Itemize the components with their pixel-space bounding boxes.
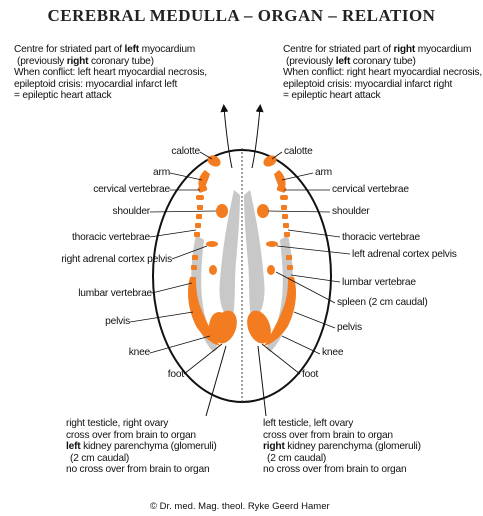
orange-adrenal-right [266,241,278,247]
label-left-knee: knee [129,347,150,358]
label-right-calotte: calotte [284,146,313,157]
orange-thoracic-left-2 [196,214,202,219]
label-left-shoulder: shoulder [113,206,150,217]
orange-thoracic-left-4 [194,232,200,237]
label-right-thoracic: thoracic vertebrae [342,232,420,243]
label-right-adrenal: left adrenal cortex pelvis [352,249,457,260]
orange-lumbar-right-1 [286,255,292,260]
label-left-calotte: calotte [171,146,200,157]
orange-lumbar-left-2 [191,265,197,270]
orange-shoulder-left [216,204,228,218]
orange-thoracic-right-1 [281,205,287,210]
orange-lumbar-left-1 [192,255,198,260]
orange-cervical-right-2 [280,195,288,200]
label-right-pelvis: pelvis [337,322,362,333]
label-left-foot: foot [168,369,184,380]
bl-line2: cross over from brain to organ [66,430,217,442]
label-right-spleen: spleen (2 cm caudal) [337,297,428,308]
label-right-foot: foot [302,369,318,380]
bottom-left-description: right testicle, right ovary cross over f… [66,418,217,476]
bl-line4: (2 cm caudal) [66,453,217,465]
orange-cervical-left-2 [196,195,204,200]
orange-kidney-left [209,265,217,275]
br-line1: left testicle, left ovary [263,418,421,430]
label-left-lumbar: lumbar vertebrae [78,288,152,299]
label-left-cervical: cervical vertebrae [93,184,170,195]
br-line4: (2 cm caudal) [263,453,421,465]
orange-shoulder-right [257,204,269,218]
bl-line5: no cross over from brain to organ [66,464,217,476]
orange-adrenal-left [206,241,218,247]
orange-thoracic-right-2 [282,214,288,219]
label-left-thoracic: thoracic vertebrae [72,232,150,243]
br-line3-bold: right [263,441,285,452]
orange-thoracic-right-3 [283,223,289,228]
orange-thoracic-left-1 [197,205,203,210]
label-right-knee: knee [322,347,343,358]
label-right-shoulder: shoulder [332,206,369,217]
label-right-lumbar: lumbar vertebrae [342,277,416,288]
bottom-right-description: left testicle, left ovary cross over fro… [263,418,421,476]
label-right-arm: arm [315,167,332,178]
label-right-cervical: cervical vertebrae [332,184,409,195]
label-left-pelvis: pelvis [105,316,130,327]
br-line5: no cross over from brain to organ [263,464,421,476]
orange-thoracic-right-4 [284,232,290,237]
bl-line3-bold: left [66,441,80,452]
orange-lumbar-right-2 [287,265,293,270]
copyright-notice: © Dr. med. Mag. theol. Ryke Geerd Hamer [150,501,330,512]
br-line3-post: kidney parenchyma (glomeruli) [285,441,421,452]
orange-thoracic-left-3 [195,223,201,228]
br-line2: cross over from brain to organ [263,430,421,442]
label-left-arm: arm [153,167,170,178]
orange-spleen-right [267,265,275,275]
bl-line3-post: kidney parenchyma (glomeruli) [80,441,216,452]
bl-line1: right testicle, right ovary [66,418,217,430]
label-left-adrenal: right adrenal cortex pelvis [61,254,172,265]
